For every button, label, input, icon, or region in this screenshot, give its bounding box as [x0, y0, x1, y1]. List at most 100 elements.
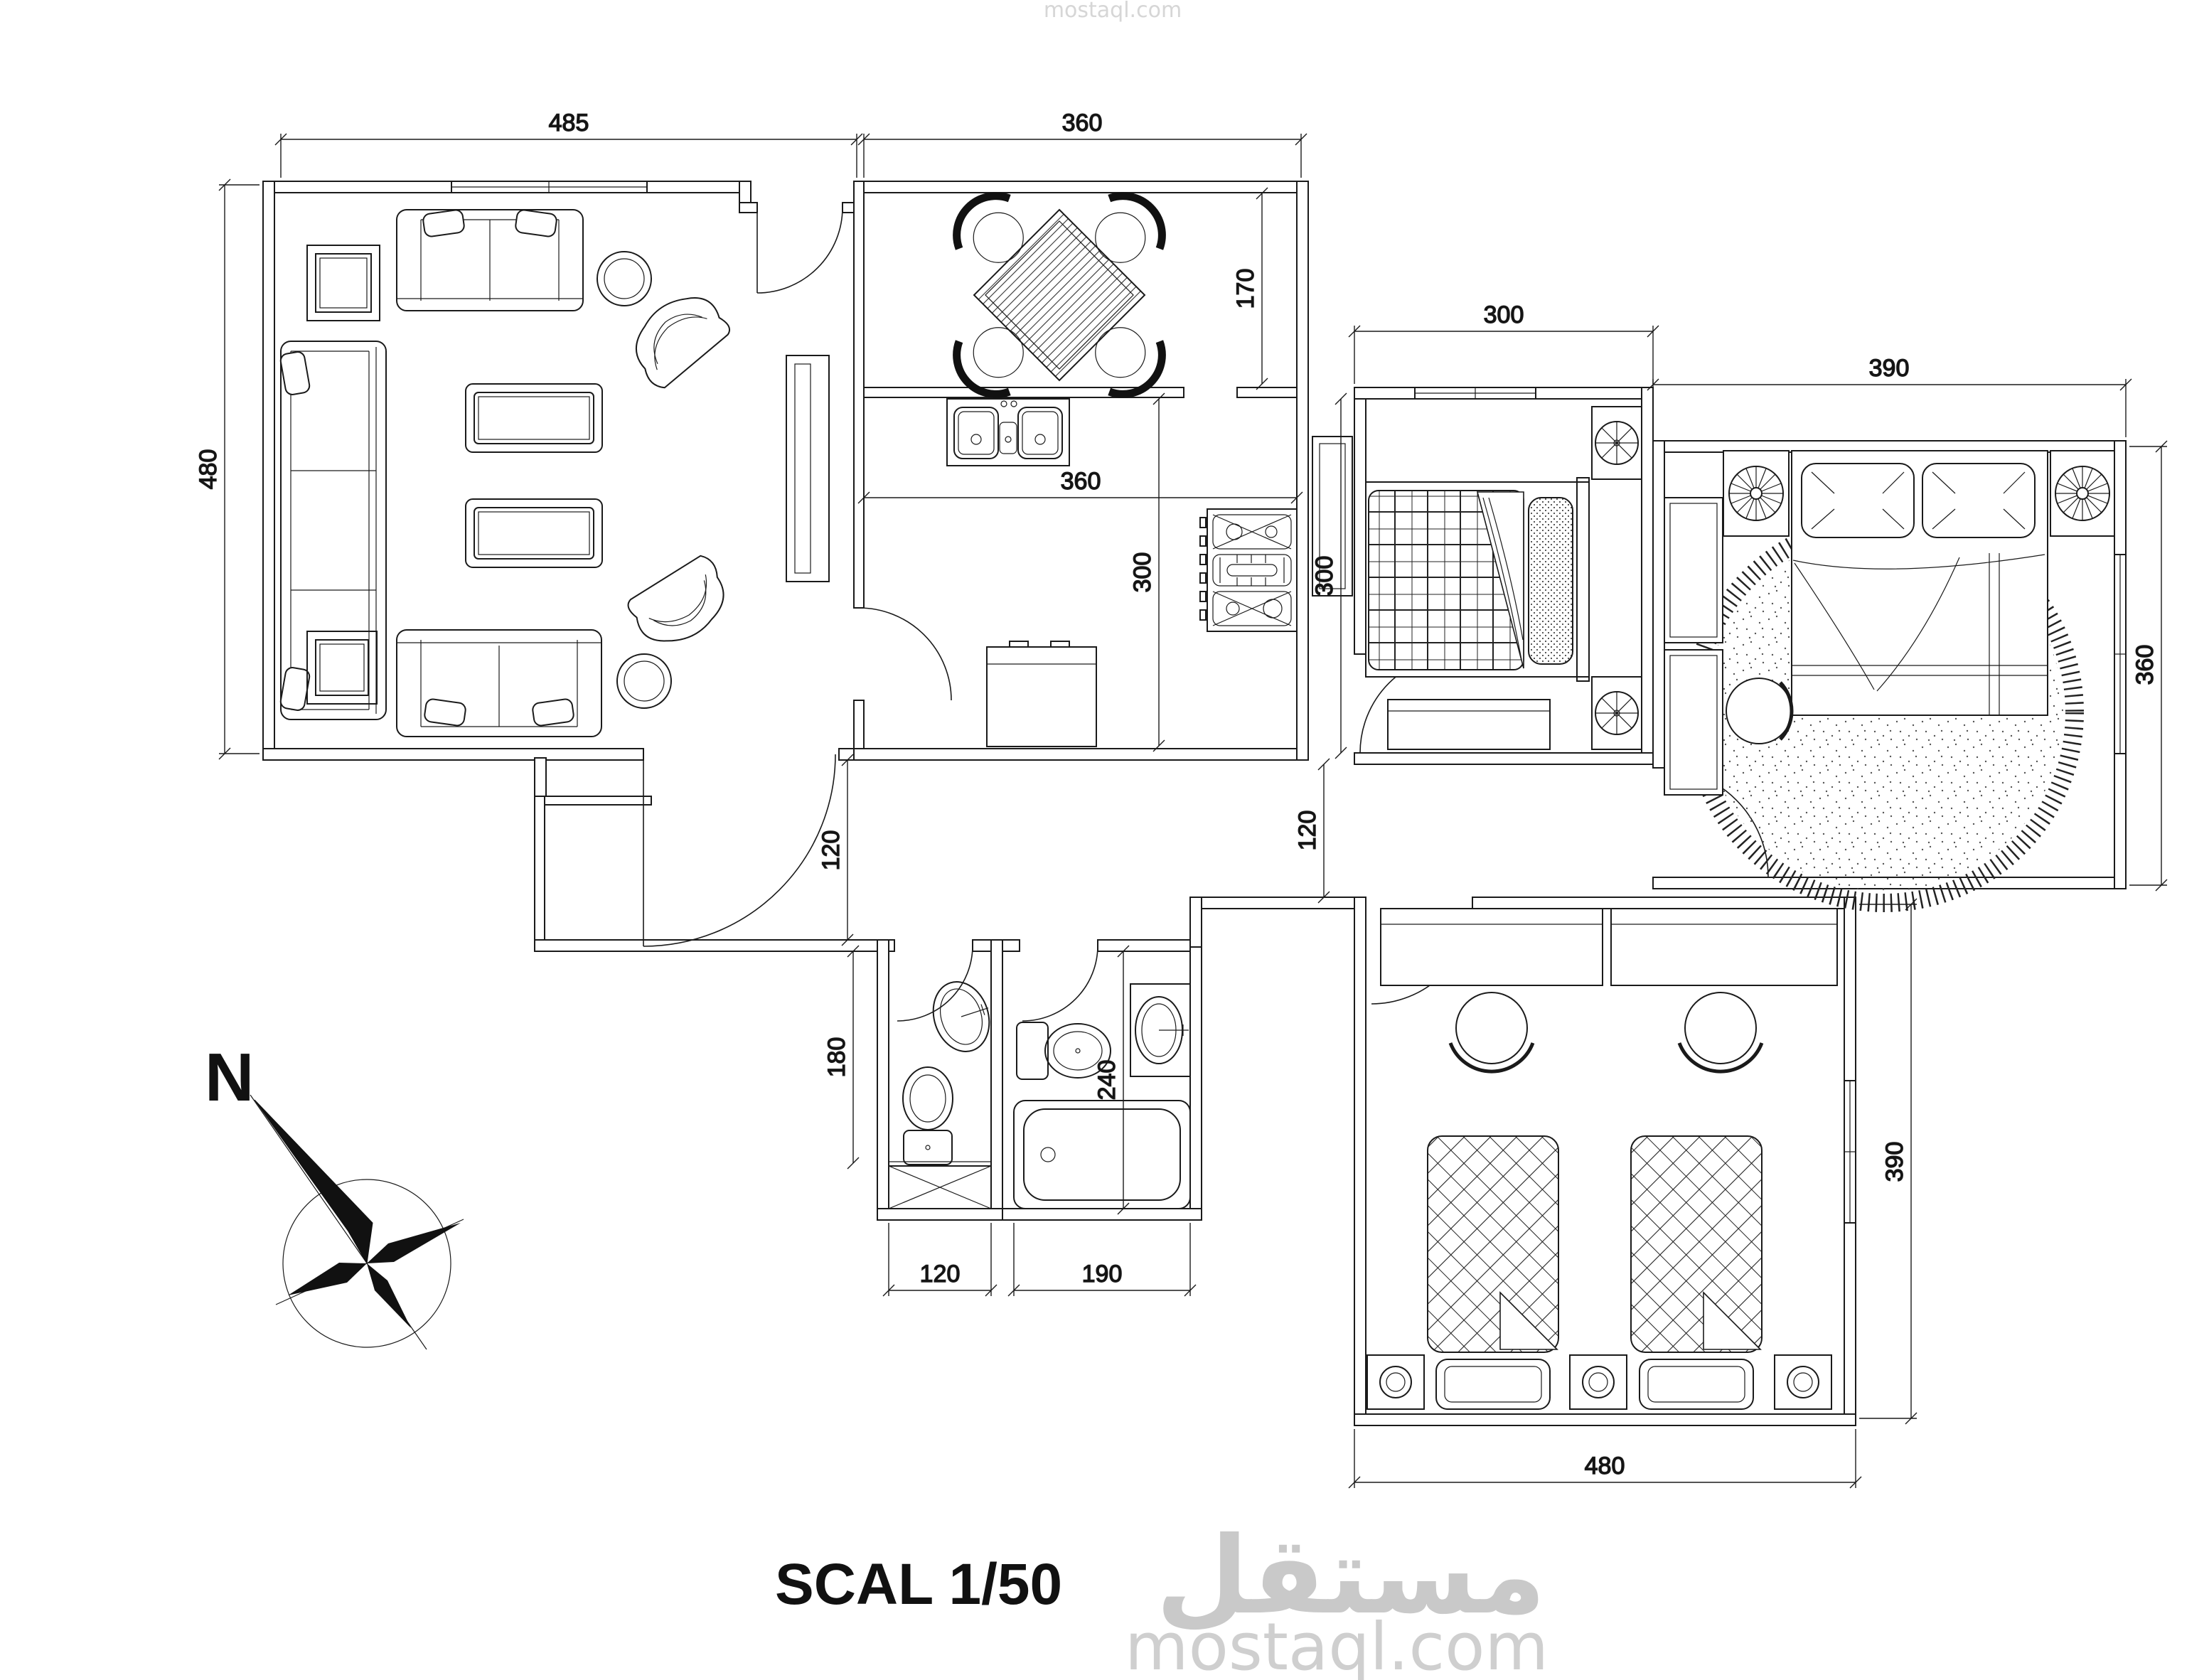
wall-wc-left [877, 939, 889, 1221]
dim-bedroom1-height: 300 [1310, 392, 1347, 759]
wall-bedroom1-right [1641, 387, 1654, 765]
window-kids-right [1844, 1080, 1856, 1224]
dining-table-icon [973, 208, 1146, 382]
round-table-icon [616, 653, 672, 709]
dining-room [943, 182, 1175, 407]
kids-bedroom [1366, 908, 1838, 1410]
svg-text:180: 180 [823, 1037, 850, 1078]
master-bedroom [1664, 450, 2115, 912]
coffee-table-icon [465, 498, 603, 568]
sofa-3seat-icon [279, 341, 387, 720]
window-living-top [451, 181, 648, 193]
svg-text:300: 300 [1484, 301, 1524, 328]
bedroom-1 [1365, 406, 1642, 750]
armchair-icon [624, 551, 741, 658]
wall-bath-top-b [1097, 939, 1202, 952]
pillow-icon [1922, 463, 2036, 538]
compass-rose-icon: N [205, 1039, 464, 1350]
fridge-icon [986, 641, 1097, 747]
svg-text:390: 390 [1881, 1142, 1908, 1182]
dim-bath-height: 240 [1093, 945, 1130, 1215]
svg-text:190: 190 [1082, 1261, 1123, 1288]
washing-machine-icon [888, 1165, 992, 1209]
dim-hall-right: 120 [1293, 758, 1330, 904]
svg-text:480: 480 [195, 449, 222, 490]
dimensions: 485 360 300 390 480 17 [194, 109, 2168, 1489]
dim-dining-height: 170 [1231, 187, 1268, 390]
svg-text:360: 360 [2132, 645, 2159, 685]
desk-chair-icon [1448, 992, 1535, 1074]
dim-master-height: 360 [2129, 440, 2168, 892]
double-bed-icon [1791, 450, 2048, 716]
pillow-icon [1435, 1359, 1551, 1410]
svg-text:360: 360 [1062, 109, 1103, 137]
scale-label: SCAL 1/50 [775, 1552, 1062, 1617]
top-watermark: mostaql.com [1044, 0, 1182, 23]
wall-bath-right [1189, 939, 1202, 1221]
dim-kids-width: 480 [1348, 1429, 1862, 1489]
entrance-door-swing-icon [643, 754, 836, 947]
desk-chair-icon [1677, 992, 1764, 1074]
bathroom [1013, 983, 1191, 1209]
svg-text:300: 300 [1311, 556, 1338, 596]
twin-bed-icon [1427, 1135, 1559, 1410]
coffee-table-icon [465, 383, 603, 453]
washbasin-icon [932, 981, 990, 1052]
nightstand-lamp-icon [1591, 406, 1642, 480]
svg-text:120: 120 [818, 830, 845, 871]
svg-text:360: 360 [1061, 468, 1101, 495]
svg-text:240: 240 [1093, 1060, 1120, 1101]
wc-door-swing-icon [897, 945, 973, 1022]
svg-text:480: 480 [1585, 1452, 1625, 1480]
nightstand-lamp-icon [1774, 1354, 1832, 1410]
dim-wc-width: 120 [882, 1223, 997, 1297]
toilet-icon [902, 1066, 953, 1165]
twin-bed-icon [1630, 1135, 1763, 1410]
wall-frame-icon [306, 245, 380, 321]
wall-wc-bottom [877, 1208, 1003, 1221]
svg-text:170: 170 [1232, 269, 1259, 309]
wall-kids-bottom [1354, 1413, 1856, 1426]
wall-kitchen-bottom [853, 748, 1309, 761]
dim-bath-width: 190 [1007, 1223, 1197, 1297]
armchair-icon [618, 280, 734, 393]
dim-living-width: 485 [274, 109, 863, 178]
wall-vestibule-step [534, 757, 547, 803]
wall-dining-top [853, 181, 1309, 193]
wall-corridor-kids-a [1201, 897, 1366, 909]
svg-text:120: 120 [1294, 810, 1321, 851]
desk-chair-icon [1726, 678, 1794, 744]
watermark-arabic: مستقل [1156, 1514, 1546, 1638]
window-bedroom1-top [1414, 387, 1536, 400]
wall-living-notch-a [739, 202, 758, 213]
pillow-icon [1528, 497, 1573, 665]
window-master-right [2114, 554, 2127, 754]
wall-corridor-south [534, 939, 889, 952]
dim-kids-height: 390 [1859, 898, 1918, 1425]
wall-living-left [262, 181, 275, 758]
wall-master-left [1652, 440, 1665, 769]
bathtub-icon [1013, 1100, 1191, 1209]
living-room [279, 209, 830, 737]
stove-icon [1199, 508, 1298, 632]
bath-door-swing-icon [1022, 945, 1098, 1022]
washbasin-icon [1130, 983, 1191, 1077]
svg-text:300: 300 [1129, 552, 1156, 593]
wall-kids-top [1472, 897, 1856, 909]
wall-hall-stub [1189, 897, 1202, 948]
kitchen-sink-icon [946, 398, 1070, 466]
wc [888, 981, 992, 1209]
svg-text:120: 120 [920, 1261, 961, 1288]
kitchen-door-swing-icon [858, 607, 952, 701]
desk-icon [1380, 908, 1603, 986]
nightstand-lamp-icon [1723, 450, 1790, 537]
nightstand-lamp-icon [1366, 1354, 1425, 1410]
wall-kitchen-right [1296, 181, 1309, 761]
living-dining-door-swing-icon [756, 207, 843, 294]
pillow-icon [1801, 463, 1915, 538]
wall-living-dining-shared-a [853, 181, 865, 609]
dresser-icon [1387, 699, 1551, 750]
nightstand-lamp-icon [1591, 676, 1642, 750]
